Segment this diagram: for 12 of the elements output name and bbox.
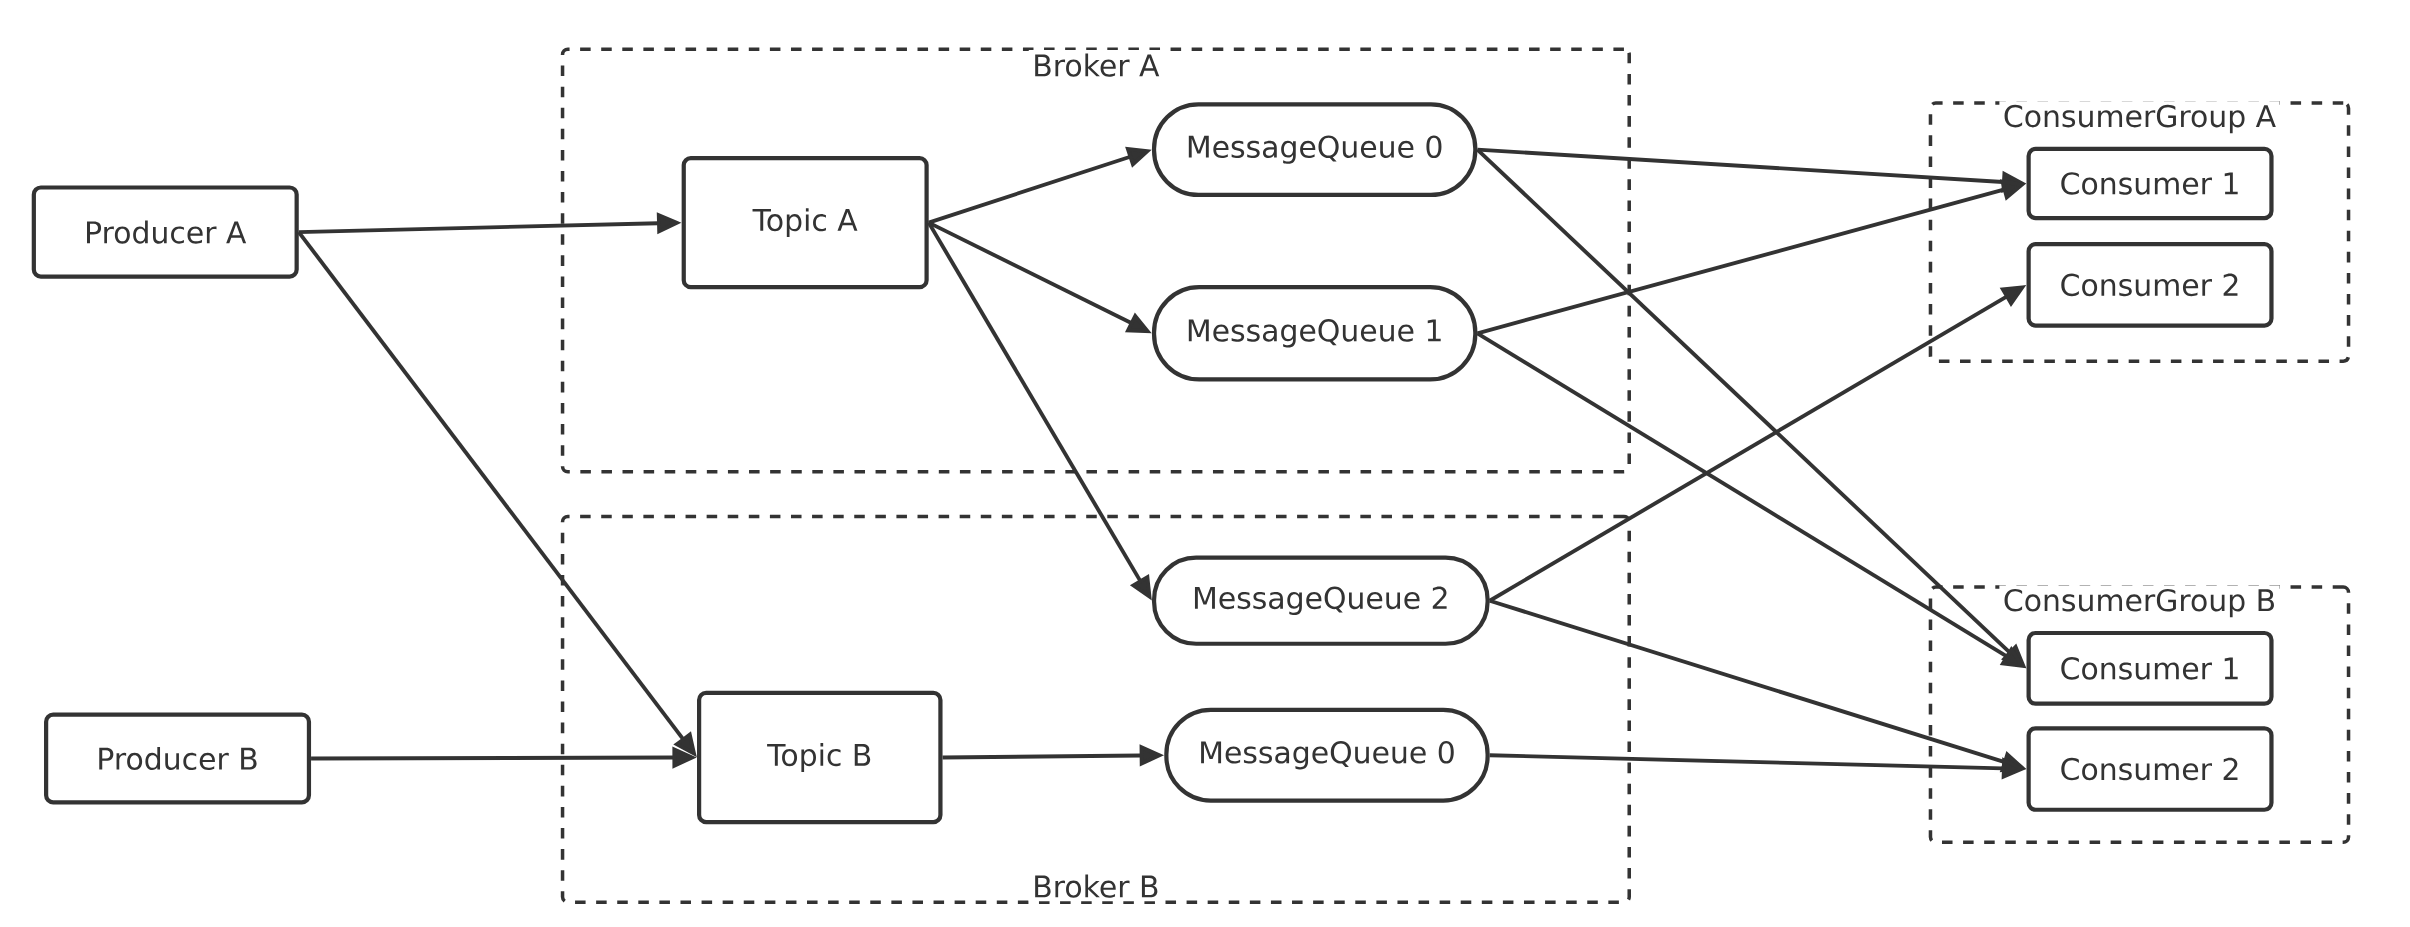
process-box: Topic B [697, 690, 943, 825]
queue-box: MessageQueue 0 [1151, 102, 1478, 198]
process-box: Consumer 2 [2026, 242, 2274, 328]
process-box: Producer B [44, 712, 312, 805]
process-box: Consumer 1 [2026, 146, 2274, 221]
queue-box: MessageQueue 2 [1151, 555, 1490, 646]
process-box: Consumer 1 [2026, 630, 2274, 706]
process-box: Producer A [31, 185, 299, 279]
process-box: Consumer 2 [2026, 726, 2274, 812]
process-box: Topic A [681, 155, 929, 290]
queue-box: MessageQueue 0 [1164, 707, 1490, 803]
queue-box: MessageQueue 1 [1151, 285, 1478, 382]
